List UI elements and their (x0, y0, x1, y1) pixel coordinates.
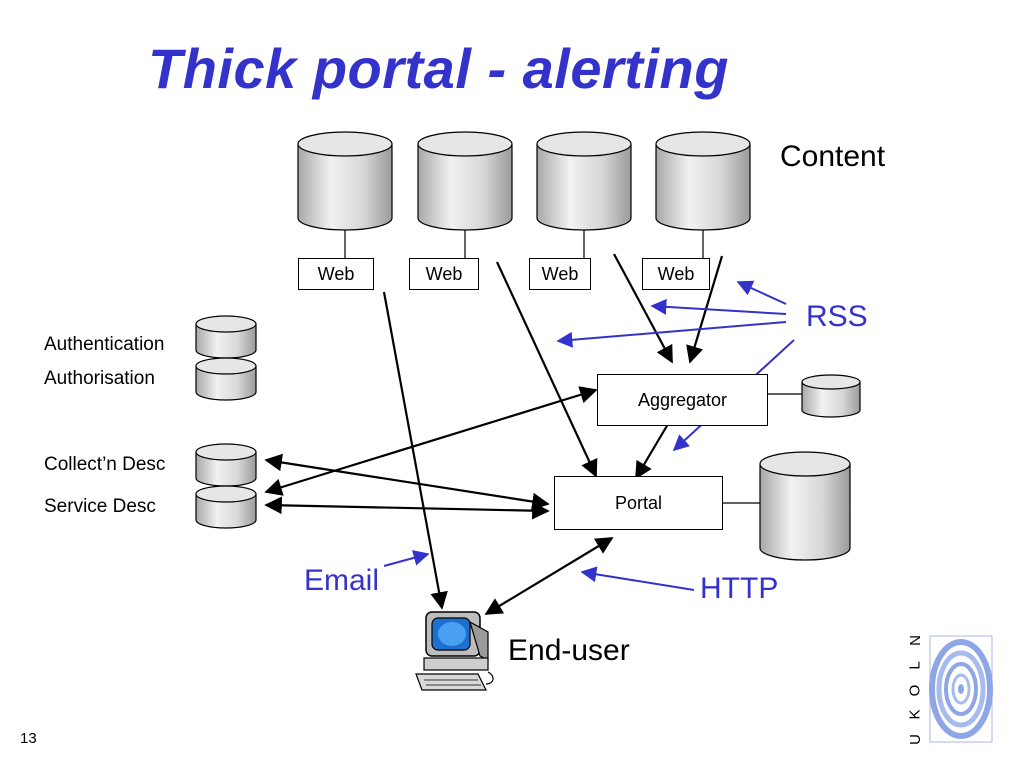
email-label: Email (304, 564, 380, 597)
content-database-1 (297, 131, 393, 258)
web-box-4: Web (642, 258, 710, 290)
arrow-aggregator-to-portal (635, 423, 669, 480)
portal-box: Portal (554, 476, 723, 530)
web-box-2: Web (409, 258, 479, 290)
content-database-2 (417, 131, 513, 258)
logo-letter: L (906, 661, 924, 670)
arrow-web3-to-aggregator (613, 253, 673, 364)
end-user-label: End-user (508, 634, 630, 667)
logo-letter: U (906, 734, 924, 745)
ukoln-wordmark: N L O K U (904, 632, 926, 748)
email-arrow (383, 550, 430, 567)
arrow-collectiondesc-portal (264, 453, 550, 511)
rss-label: RSS (806, 300, 868, 333)
rss-arrow-3 (556, 321, 787, 348)
http-label: HTTP (700, 572, 779, 605)
service-desc-label: Service Desc (44, 496, 156, 517)
arrow-portal-enduser (484, 537, 614, 615)
slide-title: Thick portal - alerting (148, 37, 729, 100)
content-label: Content (780, 140, 886, 173)
computer-icon (415, 611, 494, 691)
authorisation-label: Authorisation (44, 368, 155, 389)
logo-letter: N (906, 635, 924, 646)
page-number: 13 (20, 730, 37, 747)
aggregator-database (768, 374, 861, 418)
rss-arrow-2 (650, 298, 787, 315)
logo-letter: K (906, 709, 924, 720)
ukoln-logo-icon (929, 635, 993, 743)
authorisation-database (195, 357, 257, 401)
collection-desc-label: Collect’n Desc (44, 454, 166, 475)
collection-desc-database (195, 443, 257, 487)
logo-letter: O (906, 684, 924, 696)
aggregator-box: Aggregator (597, 374, 768, 426)
authentication-database (195, 315, 257, 359)
arrow-servicedesc-aggregator (264, 386, 598, 496)
arrow-web1-to-enduser (382, 291, 448, 610)
service-desc-database (195, 485, 257, 529)
authentication-label: Authentication (44, 334, 165, 355)
rss-arrow-1 (736, 280, 787, 305)
web-box-3: Web (529, 258, 591, 290)
http-arrow (580, 566, 695, 591)
portal-database (723, 451, 851, 561)
content-database-4 (655, 131, 751, 258)
content-database-3 (536, 131, 632, 258)
web-box-1: Web (298, 258, 374, 290)
arrow-servicedesc-portal (264, 496, 550, 520)
arrow-web2-to-portal (496, 261, 598, 478)
